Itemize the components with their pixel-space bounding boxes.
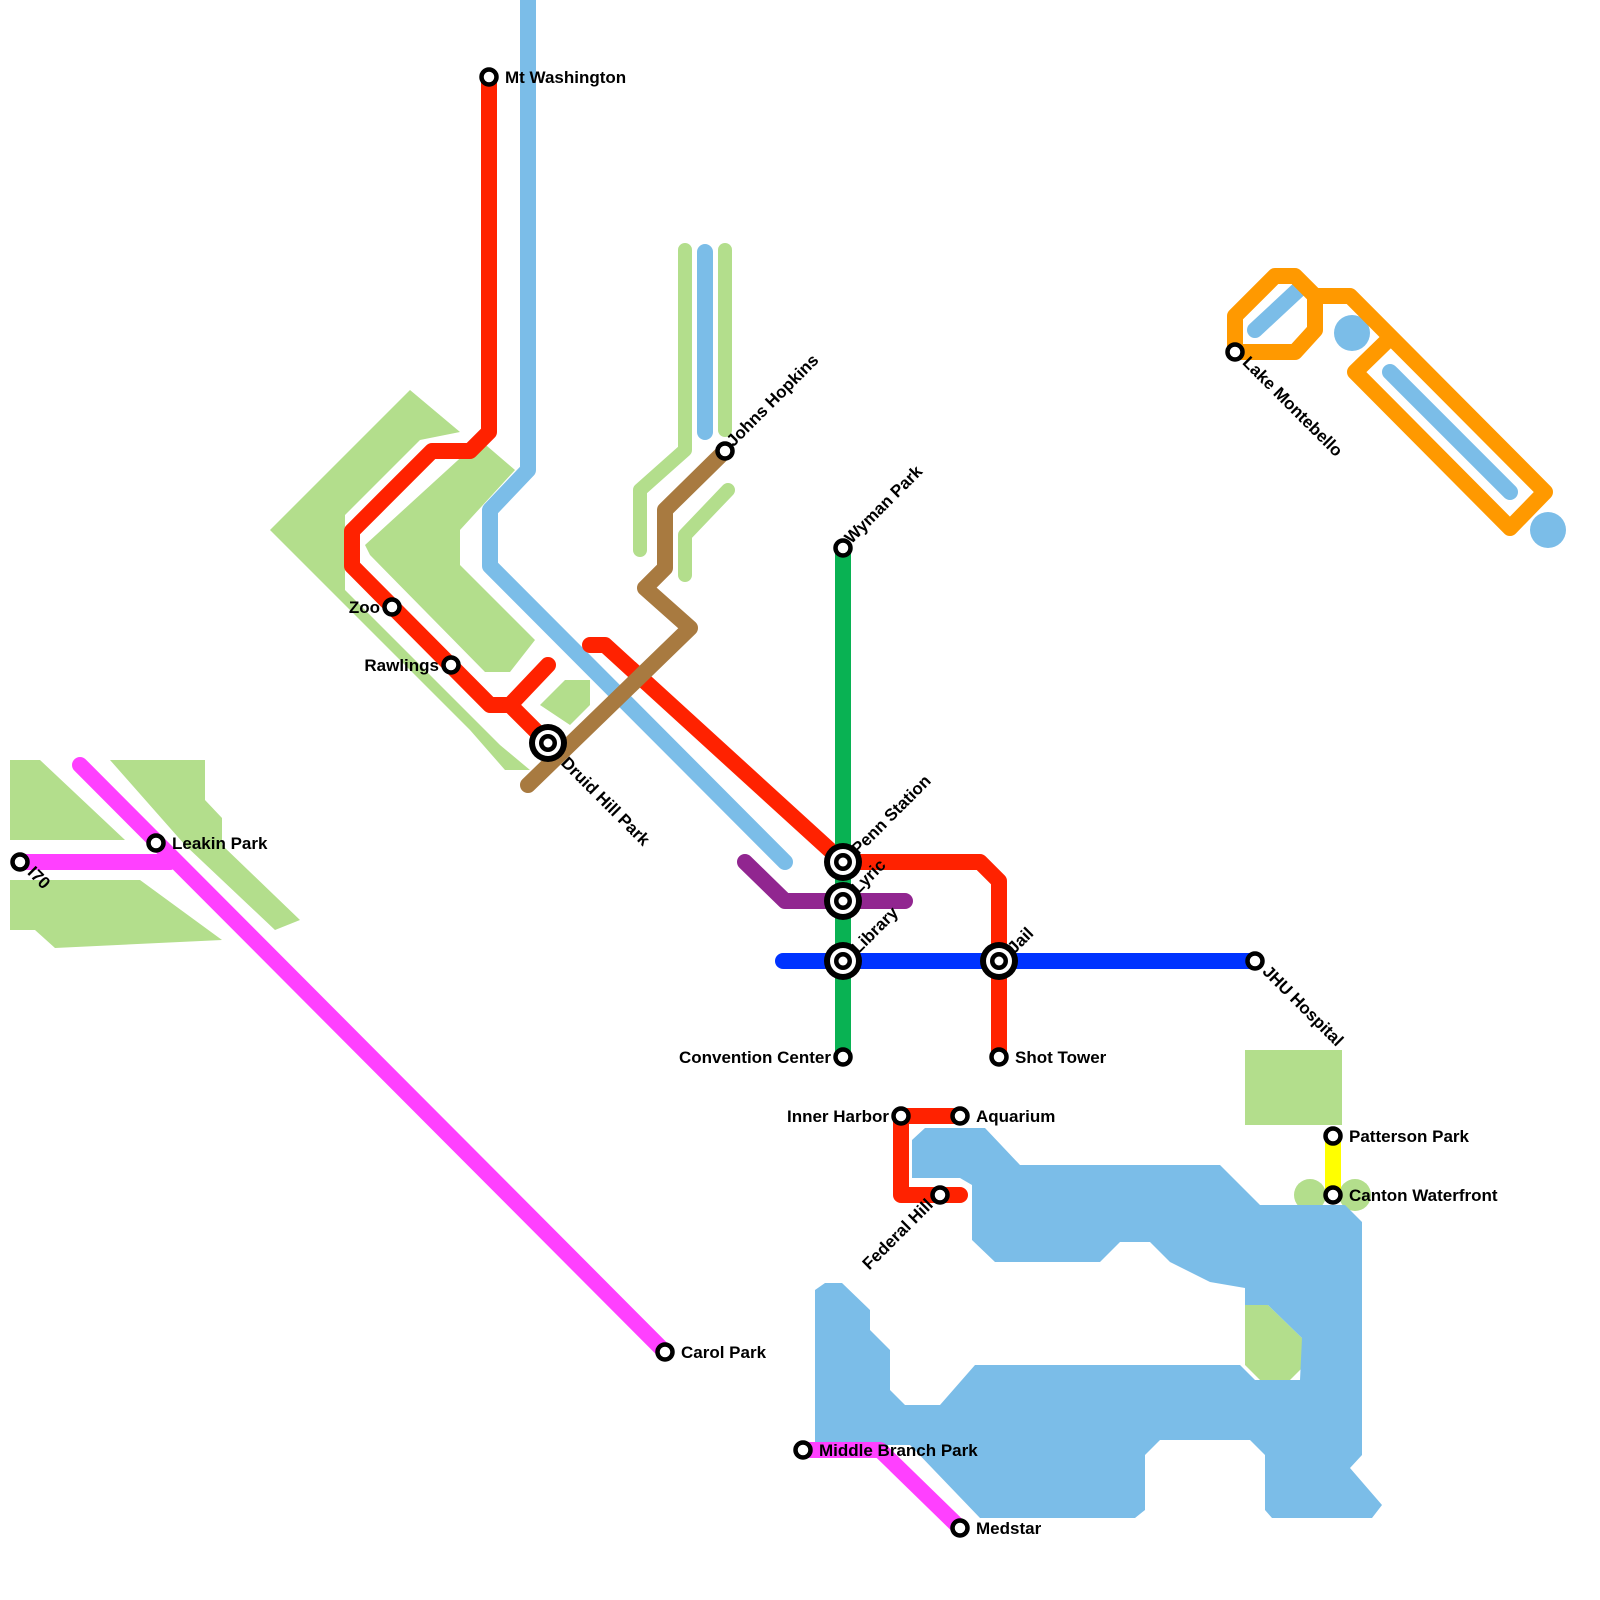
station[interactable]: Mt Washington (479, 67, 627, 87)
park-strip (633, 243, 692, 557)
purple-line (737, 854, 913, 909)
station-marker (1245, 951, 1265, 971)
station-marker (833, 538, 853, 558)
station[interactable]: Shot Tower (989, 1047, 1107, 1067)
water-layer (815, 315, 1566, 1518)
station-marker (715, 441, 735, 461)
station[interactable]: Leakin Park (146, 833, 268, 853)
station-marker (891, 1106, 911, 1126)
station-label: Druid Hill Park (557, 753, 654, 850)
station[interactable]: Wyman Park (833, 461, 927, 558)
station-marker (10, 852, 30, 872)
station-label: Convention Center (679, 1048, 831, 1067)
parks-layer (10, 243, 1371, 1380)
station-marker (833, 1047, 853, 1067)
station[interactable]: Medstar (950, 1518, 1042, 1538)
park-area (1245, 1305, 1302, 1380)
station-marker (950, 1106, 970, 1126)
station-label: Shot Tower (1015, 1048, 1107, 1067)
station[interactable]: JHU Hospital (1245, 951, 1348, 1051)
lake-water (1334, 315, 1370, 351)
station-label: Penn Station (848, 771, 935, 858)
station-label: Wyman Park (841, 461, 927, 547)
station-marker (1323, 1126, 1343, 1146)
orange-line (1227, 268, 1323, 360)
station-marker (1323, 1185, 1343, 1205)
station-marker (146, 833, 166, 853)
magenta-line-south (795, 1442, 968, 1536)
station[interactable]: Rawlings (364, 655, 461, 675)
station-marker (950, 1518, 970, 1538)
red-line (582, 637, 1007, 1065)
harbor-water (815, 1128, 1382, 1518)
brown-line (520, 443, 733, 793)
station-marker (989, 1047, 1009, 1067)
station-marker (655, 1342, 675, 1362)
park-area (270, 390, 530, 770)
park-strip (678, 483, 735, 582)
red-line-branch (502, 657, 556, 713)
magenta-line (72, 757, 673, 1360)
station[interactable]: Convention Center (679, 1047, 853, 1067)
light-blue-line (482, 0, 793, 870)
station-marker (479, 67, 499, 87)
park-area (1339, 1179, 1371, 1211)
station[interactable]: Inner Harbor (787, 1106, 911, 1126)
lake-water-strip (1247, 282, 1306, 338)
park-area (10, 760, 125, 840)
station-label: Carol Park (681, 1343, 767, 1362)
station-label: Leakin Park (172, 834, 268, 853)
park-area (365, 440, 535, 672)
station-marker (793, 1440, 813, 1460)
station[interactable]: Zoo (349, 597, 402, 617)
station-label: Patterson Park (1349, 1127, 1470, 1146)
station[interactable]: Johns Hopkins (715, 351, 823, 461)
station-label: Mt Washington (505, 68, 626, 87)
station-label: Inner Harbor (787, 1107, 889, 1126)
station[interactable]: Middle Branch Park (793, 1440, 979, 1460)
lake-water-strip (1382, 364, 1518, 500)
station[interactable]: Patterson Park (1323, 1126, 1470, 1146)
station-marker (1225, 342, 1245, 362)
station-marker (382, 597, 402, 617)
station-marker (441, 655, 461, 675)
station[interactable]: Lake Montebello (1225, 342, 1347, 461)
station-label: Rawlings (364, 656, 439, 675)
station-label: Middle Branch Park (819, 1441, 978, 1460)
station-label: JHU Hospital (1259, 962, 1347, 1050)
station-label: Canton Waterfront (1349, 1186, 1498, 1205)
station-label: Aquarium (976, 1107, 1055, 1126)
park-area (1245, 1050, 1342, 1125)
station[interactable]: Jail (980, 924, 1037, 980)
station-marker (930, 1185, 950, 1205)
station[interactable]: Druid Hill Park (529, 724, 654, 850)
station[interactable]: Carol Park (655, 1342, 767, 1362)
station[interactable]: Aquarium (950, 1106, 1056, 1126)
park-area (110, 760, 300, 930)
station-label: Lake Montebello (1239, 353, 1347, 461)
station-label: Medstar (976, 1519, 1042, 1538)
orange-line (1307, 288, 1553, 536)
park-area (540, 680, 590, 725)
station-label: Federal Hill (859, 1195, 937, 1273)
station[interactable]: Canton Waterfront (1323, 1185, 1498, 1205)
park-area (1294, 1179, 1326, 1211)
lake-water (1530, 512, 1566, 548)
station-label: Zoo (349, 598, 380, 617)
station-label: Johns Hopkins (723, 351, 823, 451)
park-area (10, 880, 222, 948)
